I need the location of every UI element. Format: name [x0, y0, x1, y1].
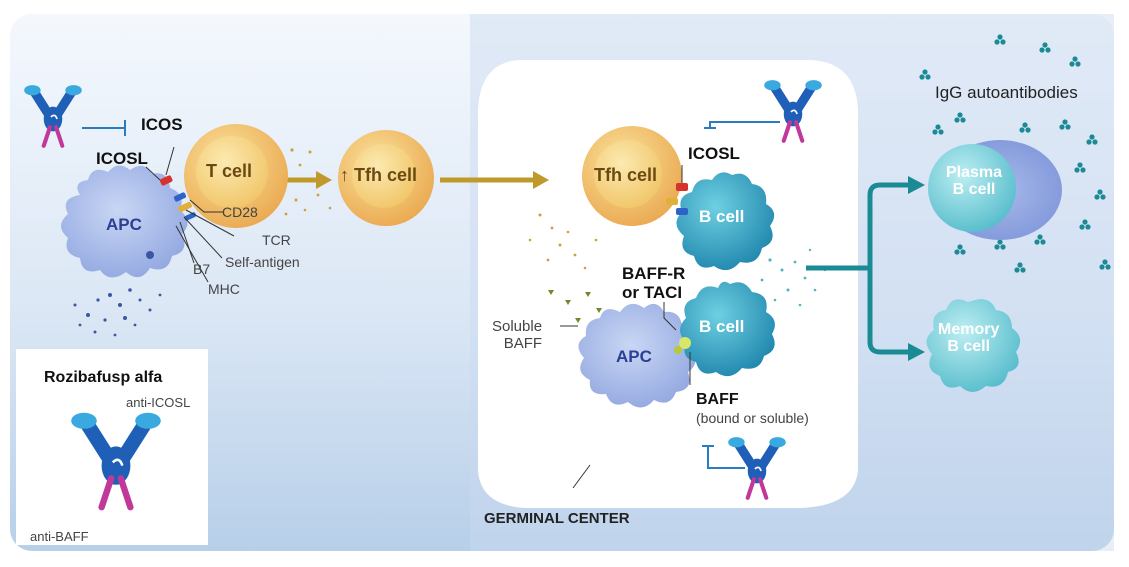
cytokine-dots [284, 148, 598, 270]
legend-title: Rozibafusp alfa [44, 369, 163, 386]
b-cell-top [676, 172, 775, 271]
tfh-center-label: Tfh cell [594, 165, 658, 185]
arrow-head-memory [908, 343, 925, 361]
tcr-label: TCR [262, 232, 291, 248]
leader-lines-left [145, 146, 235, 283]
tfh-up-label: ↑ Tfh cell [340, 165, 418, 185]
mhc-label: MHC [208, 281, 240, 297]
b-cell-top-label: B cell [699, 207, 745, 226]
b-cell-bottom [680, 281, 775, 377]
memory-b-cell [926, 299, 1021, 392]
plasma-line1: Plasma [946, 164, 1003, 181]
arrow-head-plasma [908, 176, 925, 194]
apc-secretion-dots [73, 288, 162, 337]
soluble-line2: BAFF [503, 335, 543, 353]
self-antigen-label: Self-antigen [225, 254, 300, 270]
plasma-cell-label: Plasma B cell [946, 164, 1003, 199]
memory-line2: B cell [947, 337, 991, 355]
activation-arrows [283, 171, 549, 189]
receptor-cluster-center [666, 183, 688, 215]
icosl-label-left: ICOSL [96, 149, 148, 168]
baff-r-label: BAFF-R or TACI [622, 264, 685, 302]
baff-r-line1: BAFF-R [622, 264, 686, 283]
legend-anti-icosl: anti-ICOSL [126, 395, 191, 410]
differentiation-arrows [806, 182, 910, 355]
germinal-center-label: GERMINAL CENTER [484, 510, 630, 527]
baff-r-line2: or TACI [622, 283, 683, 303]
inhibition-line-left [82, 120, 126, 136]
inhibition-line-top-right [704, 121, 780, 129]
inhibition-line-bottom [702, 445, 745, 469]
apc-cell-center [578, 303, 696, 408]
baff-bound-marker [679, 337, 691, 349]
legend-box [16, 349, 208, 545]
cd28-label: CD28 [222, 204, 258, 220]
b7-label: B7 [193, 261, 211, 277]
soluble-line1: Soluble [492, 318, 543, 335]
t-cell [184, 124, 288, 228]
b-cell-bottom-label: B cell [699, 317, 745, 336]
tfh-cell-up [338, 130, 434, 226]
baff-sub-label: (bound or soluble) [696, 410, 809, 426]
legend-anti-baff: anti-BAFF [30, 529, 89, 544]
baff-bound-marker-2 [674, 346, 682, 354]
germinal-center-region [478, 60, 858, 508]
plasma-cell [928, 140, 1062, 240]
apc-cell-left [61, 165, 188, 278]
soluble-baff-label: Soluble BAFF [492, 318, 542, 353]
t-cell-label: T cell [206, 161, 253, 181]
tfh-cell-center [582, 126, 682, 226]
igg-autoantibodies-label: IgG autoantibodies [935, 83, 1078, 102]
icos-label: ICOS [141, 115, 183, 134]
memory-line1: Memory [938, 321, 1000, 338]
baff-label: BAFF [696, 391, 739, 408]
apc-label-left: APC [106, 215, 142, 234]
apc-label-center: APC [616, 347, 652, 366]
leader-lines-center [560, 302, 691, 489]
apc-detail [146, 251, 154, 259]
plasma-line2: B cell [952, 180, 996, 198]
memory-cell-label: Memory B cell [938, 321, 1000, 356]
icosl-label-right: ICOSL [688, 144, 740, 163]
